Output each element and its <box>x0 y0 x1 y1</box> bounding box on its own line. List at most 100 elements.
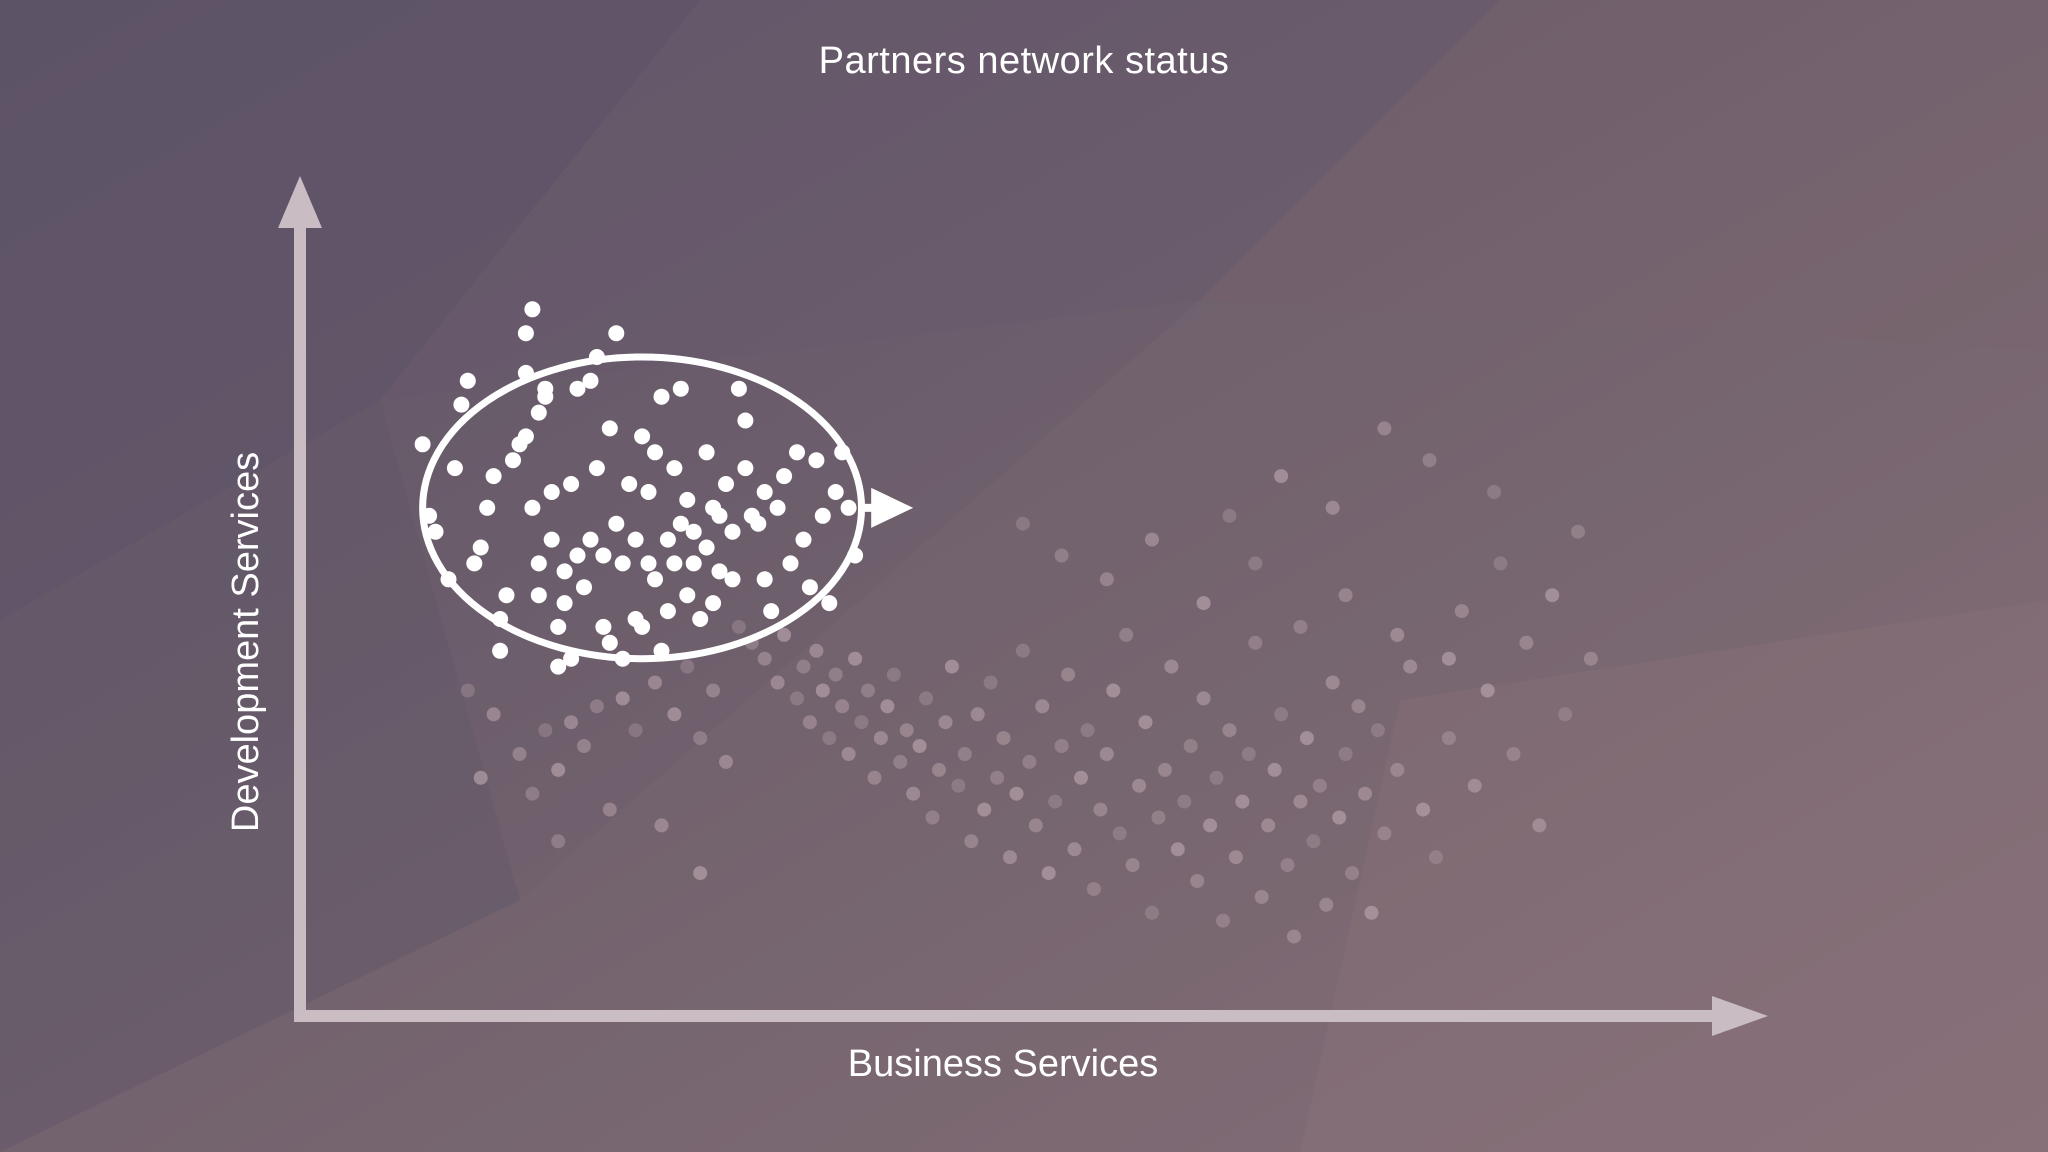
faded-data-point <box>1377 826 1392 841</box>
faded-data-point <box>1157 762 1172 777</box>
highlighted-data-point <box>588 460 605 477</box>
faded-data-point <box>719 754 733 769</box>
faded-data-point <box>1067 842 1082 857</box>
faded-data-point <box>512 747 527 761</box>
faded-data-point <box>667 707 682 722</box>
faded-data-point <box>802 715 817 730</box>
faded-data-point <box>1119 627 1134 642</box>
highlighted-data-point <box>640 555 657 572</box>
faded-data-point <box>951 778 966 793</box>
y-axis-arrowhead <box>278 176 322 228</box>
faded-data-point <box>1216 913 1230 928</box>
highlighted-data-point <box>414 436 431 453</box>
x-axis-arrowhead <box>1712 996 1768 1036</box>
faded-data-point <box>1441 651 1456 666</box>
faded-data-point <box>848 651 863 666</box>
highlighted-data-point <box>530 587 547 604</box>
highlighted-data-point <box>627 531 644 548</box>
highlighted-data-point <box>782 555 799 572</box>
faded-data-point <box>1099 747 1114 761</box>
highlighted-data-point <box>814 507 831 524</box>
highlighted-data-point <box>776 468 793 485</box>
highlighted-data-point <box>769 499 786 516</box>
highlighted-data-point <box>737 412 754 429</box>
faded-data-point <box>1267 762 1282 777</box>
faded-data-point <box>1338 588 1353 603</box>
faded-data-point <box>1041 866 1056 881</box>
faded-data-point <box>938 715 953 730</box>
faded-data-point <box>822 731 837 746</box>
highlighted-data-point <box>789 444 805 461</box>
faded-data-point <box>602 802 617 817</box>
faded-data-point <box>1145 532 1159 547</box>
highlighted-data-point <box>756 484 773 500</box>
highlighted-data-point <box>672 380 689 397</box>
faded-data-point <box>654 818 669 833</box>
faded-data-point <box>996 731 1011 746</box>
highlighted-data-point <box>498 587 515 604</box>
faded-data-point <box>1274 469 1289 484</box>
faded-data-point <box>1390 762 1405 777</box>
faded-data-point <box>919 691 934 706</box>
faded-data-point <box>1177 794 1192 809</box>
highlighted-data-point <box>505 452 521 469</box>
highlighted-data-point <box>724 523 741 540</box>
highlighted-data-point <box>679 491 696 508</box>
faded-data-point <box>693 866 708 881</box>
highlighted-data-point <box>446 460 463 477</box>
faded-data-point <box>1183 739 1198 753</box>
faded-data-point <box>1222 723 1237 738</box>
faded-data-point <box>1261 818 1276 833</box>
faded-data-point <box>615 691 630 706</box>
faded-data-point <box>983 675 998 690</box>
faded-data-point <box>680 659 695 674</box>
faded-data-point <box>1293 794 1308 809</box>
highlighted-data-point <box>718 476 734 492</box>
highlighted-data-point <box>756 571 773 588</box>
highlighted-data-point <box>821 595 838 612</box>
highlighted-data-point <box>543 484 560 500</box>
faded-data-point <box>525 786 540 801</box>
faded-data-point <box>1487 485 1502 499</box>
faded-data-point <box>1022 754 1037 769</box>
highlighted-data-point <box>569 547 586 564</box>
highlighted-data-point <box>795 531 812 548</box>
highlighted-data-point <box>711 563 728 580</box>
faded-data-point <box>1054 548 1069 563</box>
highlighted-data-point <box>614 555 631 572</box>
faded-data-point <box>1190 874 1205 888</box>
highlighted-data-point <box>582 372 599 389</box>
faded-data-point <box>796 659 811 674</box>
highlighted-data-point <box>634 618 651 635</box>
faded-data-point <box>854 715 869 730</box>
highlighted-data-point <box>634 428 651 445</box>
faded-data-point <box>1558 707 1573 722</box>
faded-data-point <box>1571 524 1585 539</box>
faded-data-point <box>828 667 843 682</box>
faded-data-point <box>925 810 940 825</box>
faded-data-point <box>1235 794 1250 809</box>
highlighted-data-point <box>621 476 638 492</box>
faded-data-point <box>990 770 1005 785</box>
highlighted-data-point <box>724 571 741 588</box>
faded-data-point <box>1054 739 1069 753</box>
highlighted-data-point <box>582 531 599 548</box>
faded-data-point <box>886 667 901 682</box>
faded-data-point <box>1422 453 1437 468</box>
highlighted-data-point <box>530 555 547 572</box>
faded-data-point <box>1287 929 1301 944</box>
faded-data-point <box>1493 556 1508 571</box>
faded-data-point <box>1086 882 1101 896</box>
highlighted-data-point <box>666 555 683 572</box>
highlighted-data-point <box>595 618 612 635</box>
faded-data-point <box>1170 842 1185 857</box>
faded-data-point <box>1132 778 1147 793</box>
faded-data-point <box>648 675 662 690</box>
faded-data-point <box>1429 850 1443 865</box>
highlight-arrowhead <box>871 487 914 528</box>
faded-data-point <box>1048 794 1063 809</box>
faded-data-point <box>944 659 959 674</box>
faded-data-point <box>1583 651 1598 666</box>
